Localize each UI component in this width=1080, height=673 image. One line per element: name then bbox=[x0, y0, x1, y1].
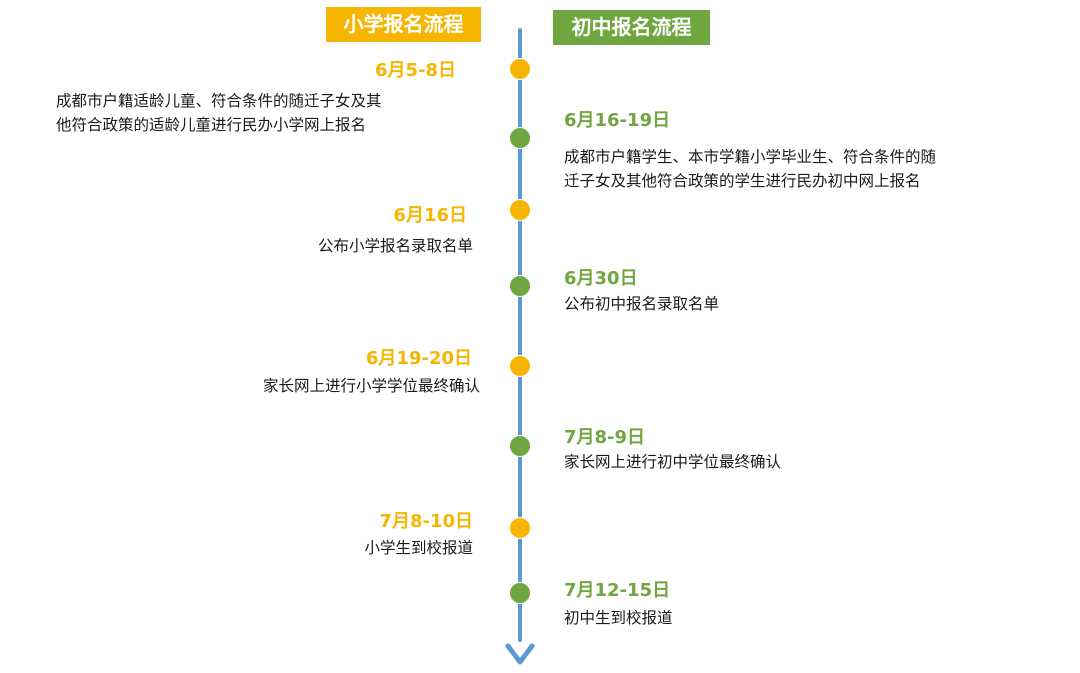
primary-event-2-description: 公布小学报名录取名单 bbox=[318, 234, 473, 258]
primary-event-2-line-1: 公布小学报名录取名单 bbox=[317, 237, 473, 255]
primary-event-3-date: 6月19-20日 bbox=[365, 348, 472, 369]
primary-event-2-date: 6月16日 bbox=[393, 205, 467, 226]
primary-event-4-description: 小学生到校报道 bbox=[364, 536, 473, 560]
timeline-dot-middle-2 bbox=[509, 275, 531, 297]
primary-event-3-line-1: 家长网上进行小学学位最终确认 bbox=[262, 377, 480, 395]
middle-event-1-date: 6月16-19日 bbox=[564, 110, 671, 131]
middle-event-2-description: 公布初中报名录取名单 bbox=[564, 292, 719, 316]
middle-school-process-title: 初中报名流程 bbox=[553, 10, 710, 45]
timeline-dot-primary-1 bbox=[509, 58, 531, 80]
timeline-axis bbox=[518, 28, 522, 642]
timeline-dot-primary-2 bbox=[509, 199, 531, 221]
middle-event-3-line-1: 家长网上进行初中学位最终确认 bbox=[564, 453, 782, 471]
middle-event-2-date: 6月30日 bbox=[564, 268, 638, 289]
timeline-arrow-icon bbox=[505, 643, 535, 665]
timeline-dot-primary-3 bbox=[509, 355, 531, 377]
timeline-dot-middle-1 bbox=[509, 127, 531, 149]
timeline-dot-primary-4 bbox=[509, 517, 531, 539]
primary-event-3-description: 家长网上进行小学学位最终确认 bbox=[263, 374, 480, 398]
timeline-dot-middle-4 bbox=[509, 582, 531, 604]
middle-event-2-line-1: 公布初中报名录取名单 bbox=[564, 295, 720, 313]
middle-event-1-line-2: 迁子女及其他符合政策的学生进行民办初中网上报名 bbox=[564, 172, 921, 190]
middle-event-3-description: 家长网上进行初中学位最终确认 bbox=[564, 450, 781, 474]
middle-event-4-line-1: 初中生到校报道 bbox=[564, 609, 673, 627]
primary-event-1-date: 6月5-8日 bbox=[374, 60, 456, 81]
primary-event-1-description: 成都市户籍适龄儿童、符合条件的随迁子女及其 他符合政策的适龄儿童进行民办小学网上… bbox=[56, 89, 382, 137]
primary-school-process-title: 小学报名流程 bbox=[326, 7, 481, 42]
primary-event-4-date: 7月8-10日 bbox=[379, 511, 473, 532]
middle-event-4-description: 初中生到校报道 bbox=[564, 606, 673, 630]
primary-event-1-line-1: 成都市户籍适龄儿童、符合条件的随迁子女及其 bbox=[56, 92, 382, 110]
middle-event-4-date: 7月12-15日 bbox=[564, 580, 671, 601]
primary-event-1-line-2: 他符合政策的适龄儿童进行民办小学网上报名 bbox=[56, 116, 367, 134]
timeline-dot-middle-3 bbox=[509, 435, 531, 457]
middle-event-1-description: 成都市户籍学生、本市学籍小学毕业生、符合条件的随 迁子女及其他符合政策的学生进行… bbox=[564, 145, 936, 193]
primary-event-4-line-1: 小学生到校报道 bbox=[364, 539, 473, 557]
middle-event-3-date: 7月8-9日 bbox=[564, 427, 646, 448]
middle-event-1-line-1: 成都市户籍学生、本市学籍小学毕业生、符合条件的随 bbox=[564, 148, 937, 166]
